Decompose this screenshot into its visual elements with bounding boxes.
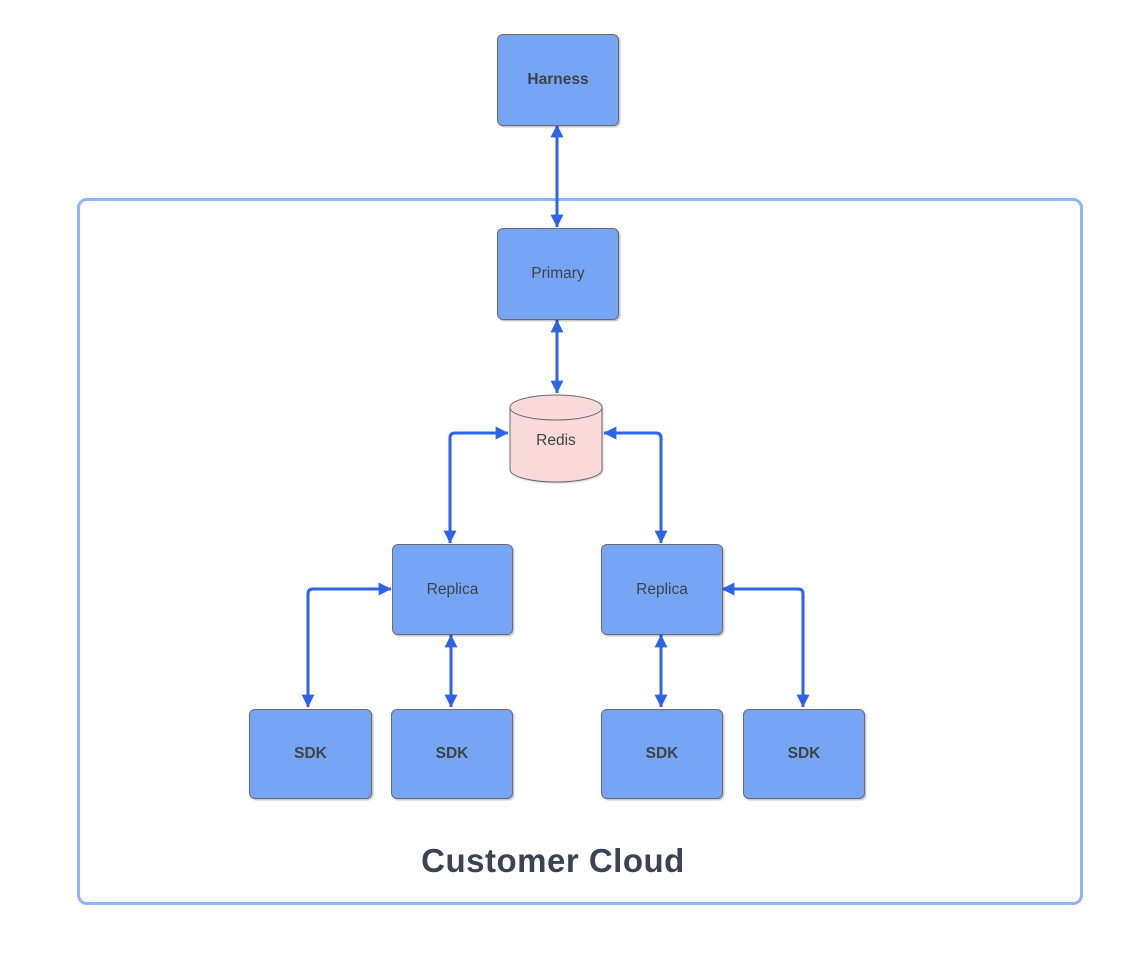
- replica-right-label: Replica: [636, 580, 688, 598]
- replica-left-label: Replica: [426, 580, 479, 598]
- node-harness: Harness: [497, 34, 619, 126]
- sdk-inner-left-label: SDK: [435, 745, 469, 762]
- node-sdk-outer-right: SDK: [743, 709, 865, 799]
- customer-cloud-title: Customer Cloud: [421, 842, 685, 879]
- node-replica-left: Replica: [392, 544, 513, 635]
- cylinder-shape: [509, 394, 603, 483]
- harness-label: Harness: [527, 71, 589, 88]
- node-sdk-outer-left: SDK: [249, 709, 372, 799]
- sdk-outer-left-label: SDK: [294, 745, 327, 762]
- node-sdk-inner-left: SDK: [391, 709, 513, 799]
- node-replica-right: Replica: [601, 544, 723, 635]
- redis-label: Redis: [536, 432, 576, 449]
- customer-cloud-container: [77, 198, 1083, 905]
- node-sdk-inner-right: SDK: [601, 709, 723, 799]
- sdk-outer-right-label: SDK: [787, 745, 821, 762]
- sdk-inner-right-label: SDK: [645, 745, 679, 762]
- node-primary: Primary: [497, 228, 619, 320]
- primary-label: Primary: [531, 265, 585, 282]
- node-redis: Redis: [509, 394, 603, 483]
